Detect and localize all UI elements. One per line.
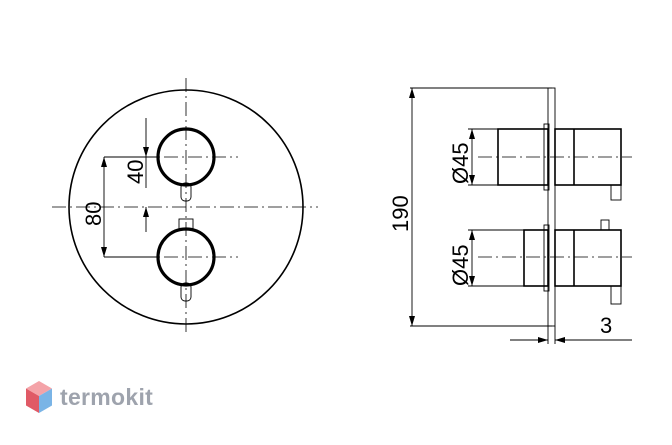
brand-watermark: termokit — [24, 380, 153, 414]
dim-3-label: 3 — [600, 313, 612, 338]
lower-knob-indicator — [178, 218, 194, 230]
dim-190-label: 190 — [388, 195, 413, 232]
side-view: 190 Ø45 Ø45 3 — [388, 87, 632, 344]
dim-80-label: 80 — [81, 202, 106, 226]
dim-3-arrow-left — [538, 337, 548, 343]
dim-lower-d45-arrow-bottom — [469, 276, 475, 286]
lower-indicator — [600, 219, 610, 231]
upper-knob-lever — [180, 182, 192, 202]
dim-40-label: 40 — [123, 160, 148, 184]
dim-190-arrow-top — [409, 88, 415, 98]
front-view: 40 80 — [52, 78, 318, 336]
dim-80-arrow-top — [101, 157, 107, 167]
brand-logo-icon — [26, 381, 52, 413]
brand-name: termokit — [60, 383, 154, 410]
dim-lower-d45-arrow-top — [469, 230, 475, 240]
dim-40-arrow-top — [143, 147, 149, 157]
lower-body-front — [554, 229, 622, 287]
upper-lever — [610, 184, 622, 201]
dim-upper-d45-label: Ø45 — [448, 142, 473, 184]
dim-3-arrow-right — [555, 337, 565, 343]
lower-body-rear — [523, 229, 549, 287]
dim-upper-d45-arrow-bottom — [469, 175, 475, 185]
dim-lower-d45-label: Ø45 — [448, 244, 473, 286]
dim-80-arrow-bottom — [101, 247, 107, 257]
lower-lever — [610, 285, 622, 305]
lower-flange — [543, 224, 550, 292]
dim-upper-d45-arrow-top — [469, 129, 475, 139]
lower-knob-lever — [180, 282, 192, 302]
dim-190-arrow-bottom — [409, 316, 415, 326]
